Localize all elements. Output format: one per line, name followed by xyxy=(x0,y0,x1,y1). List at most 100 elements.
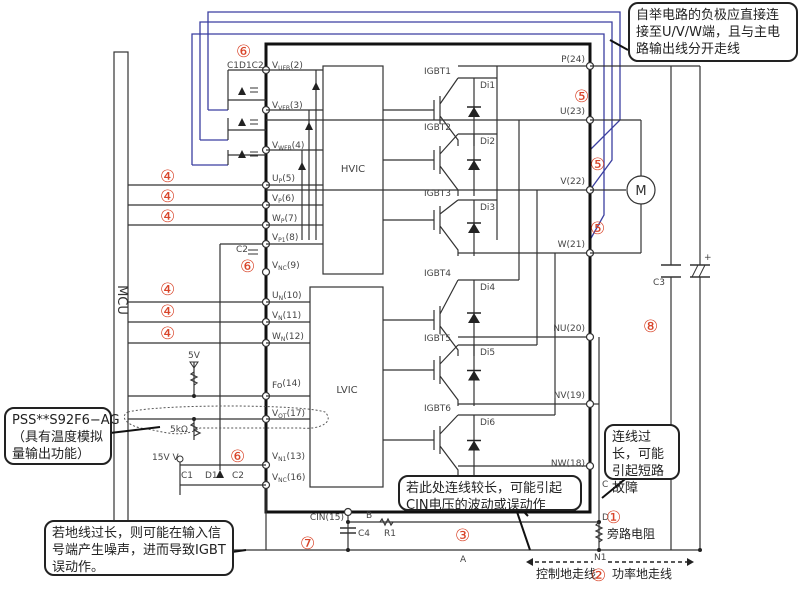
svg-text:U(23): U(23) xyxy=(560,107,585,117)
diode-label: Di3 xyxy=(480,203,495,213)
svg-text:⑤: ⑤ xyxy=(590,219,605,239)
pin-label: VNC(16) xyxy=(272,473,305,484)
svg-text:D1: D1 xyxy=(205,471,218,481)
diode-label: Di6 xyxy=(480,418,495,428)
mcu-label: MCU xyxy=(114,285,129,315)
hvic-label: HVIC xyxy=(341,164,365,175)
svg-text:⑥: ⑥ xyxy=(230,447,245,467)
svg-text:⑧: ⑧ xyxy=(643,317,658,337)
svg-text:④: ④ xyxy=(160,207,175,227)
svg-text:③: ③ xyxy=(455,526,470,546)
igbt-label: IGBT1 xyxy=(424,67,451,77)
svg-text:5kΩ: 5kΩ xyxy=(170,425,188,435)
right-pin-labels: P(24) U(23) V(22) W(21) NU(20) NV(19) NW… xyxy=(551,55,585,469)
diode-3 xyxy=(468,223,480,233)
pin-label: VN(11) xyxy=(272,311,301,322)
svg-text:B: B xyxy=(366,511,372,521)
c3-label: C3 xyxy=(653,278,665,288)
pin-label: WP(7) xyxy=(272,214,297,225)
circled-numbers: ⑥ ⑥ ⑥ ④ ④ ④ ④ ④ ④ ⑤ ⑤ ⑤ ① ② ③ ⑦ ⑧ xyxy=(160,42,658,586)
motor-label: M xyxy=(635,184,646,199)
pin-label: WN(12) xyxy=(272,332,304,343)
diode-5 xyxy=(468,370,480,381)
pin-label: UN(10) xyxy=(272,291,302,302)
pin-label: VNC(9) xyxy=(272,261,300,272)
c1d1c2-label: C1D1C2 xyxy=(227,61,264,71)
svg-text:NV(19): NV(19) xyxy=(554,391,585,401)
svg-text:NU(20): NU(20) xyxy=(553,324,585,334)
right-pin-nodes xyxy=(585,61,595,471)
pin-label: VUFB(2) xyxy=(272,61,303,72)
hvic-block xyxy=(322,65,384,275)
pin-label: VP(6) xyxy=(272,194,295,205)
diode-label: Di5 xyxy=(480,348,495,358)
svg-text:C: C xyxy=(602,480,608,490)
diode-4 xyxy=(468,313,480,323)
svg-text:NW(18): NW(18) xyxy=(551,459,585,469)
svg-text:A: A xyxy=(460,555,467,565)
pin-label: VOT(17) xyxy=(272,409,305,420)
pin-label: UP(5) xyxy=(272,174,295,185)
svg-text:V(22): V(22) xyxy=(560,177,585,187)
diode-2 xyxy=(468,160,480,170)
callout-arrows xyxy=(109,39,631,553)
svg-text:④: ④ xyxy=(160,167,175,187)
svg-text:④: ④ xyxy=(160,302,175,322)
pin-label: VN1(13) xyxy=(272,452,305,463)
svg-text:④: ④ xyxy=(160,280,175,300)
igbt-label: IGBT4 xyxy=(424,269,451,279)
svg-text:④: ④ xyxy=(160,187,175,207)
lvic-label: LVIC xyxy=(336,385,357,396)
bootstrap-wires xyxy=(191,11,621,241)
svg-text:P(24): P(24) xyxy=(561,55,585,65)
cin-pin-label: CIN(15) xyxy=(310,513,344,523)
svg-text:⑦: ⑦ xyxy=(300,534,315,554)
bypass-resistor-label: 旁路电阻 xyxy=(607,526,655,541)
svg-text:C1: C1 xyxy=(181,471,193,481)
svg-text:5V: 5V xyxy=(188,351,201,361)
svg-text:R1: R1 xyxy=(384,529,396,539)
igbt-label: IGBT5 xyxy=(424,334,451,344)
callout-ground-long: 若地线过长，则可能在输入信号端产生噪声，进而导致IGBT误动作。 xyxy=(44,520,234,576)
callout-short-circuit: 连线过长，可能引起短路故障 xyxy=(604,424,680,496)
svg-text:N1: N1 xyxy=(594,553,606,563)
svg-text:⑤: ⑤ xyxy=(574,87,589,107)
svg-text:②: ② xyxy=(591,566,606,586)
svg-text:⑥: ⑥ xyxy=(236,42,251,62)
callout-bootstrap: 自举电路的负极应直接连接至U/V/W端，且与主电路输出线分开走线 xyxy=(628,2,798,62)
svg-text:⑤: ⑤ xyxy=(590,155,605,175)
callout-cin-long: 若此处连线较长，可能引起CIN电压的波动或误动作 xyxy=(398,475,582,513)
pin-label: VP1(8) xyxy=(272,233,298,244)
diode-label: Di4 xyxy=(480,283,495,293)
bootstrap-capacitors xyxy=(227,69,266,165)
svg-text:15V V: 15V V xyxy=(152,453,179,463)
igbt-label: IGBT6 xyxy=(424,404,451,414)
diode-6 xyxy=(468,440,480,451)
diode-1 xyxy=(468,107,480,117)
igbt-label: IGBT3 xyxy=(424,189,451,199)
igbt-label: IGBT2 xyxy=(424,123,451,133)
lvic-block xyxy=(309,286,384,488)
svg-text:C4: C4 xyxy=(358,529,370,539)
svg-text:+: + xyxy=(704,253,712,263)
svg-text:C2: C2 xyxy=(232,471,244,481)
svg-text:D: D xyxy=(602,513,609,523)
svg-text:⑥: ⑥ xyxy=(240,257,255,277)
diode-label: Di2 xyxy=(480,137,495,147)
left-pin-labels: VUFB(2) VVFB(3) VWFB(4) UP(5) VP(6) WP(7… xyxy=(272,61,305,484)
igbt-stack xyxy=(266,65,600,510)
control-ground-label: 控制地走线 xyxy=(536,567,596,581)
power-ground-label: 功率地走线 xyxy=(612,566,672,581)
diode-label: Di1 xyxy=(480,81,495,91)
svg-text:C2: C2 xyxy=(236,245,248,255)
internal-wiring xyxy=(266,69,420,441)
callout-pss: PSS**S92F6−AG（具有温度模拟量输出功能） xyxy=(4,407,120,465)
pin-label: VWFB(4) xyxy=(272,141,304,152)
svg-text:W(21): W(21) xyxy=(558,240,585,250)
